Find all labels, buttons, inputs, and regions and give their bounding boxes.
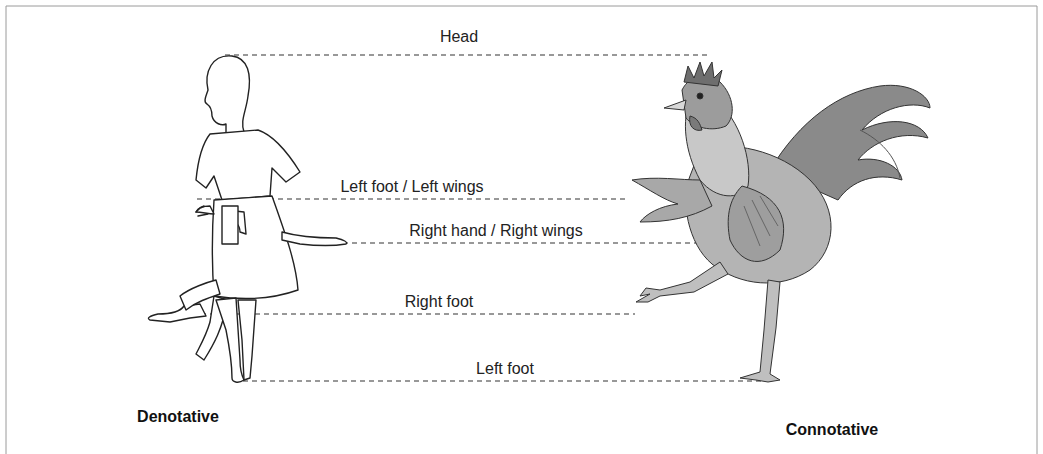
child-figure bbox=[148, 56, 346, 382]
guide-label: Right foot bbox=[405, 293, 473, 311]
frame bbox=[6, 6, 1037, 454]
figure-caption: Denotative bbox=[137, 408, 219, 426]
guide-label: Head bbox=[440, 28, 478, 46]
guide-label: Right hand / Right wings bbox=[409, 222, 582, 240]
guide-label: Left foot bbox=[476, 360, 534, 378]
figure-caption: Connotative bbox=[786, 421, 878, 439]
guide-lines bbox=[183, 55, 770, 381]
rooster-figure bbox=[632, 62, 930, 382]
guide-label: Left foot / Left wings bbox=[340, 178, 483, 196]
